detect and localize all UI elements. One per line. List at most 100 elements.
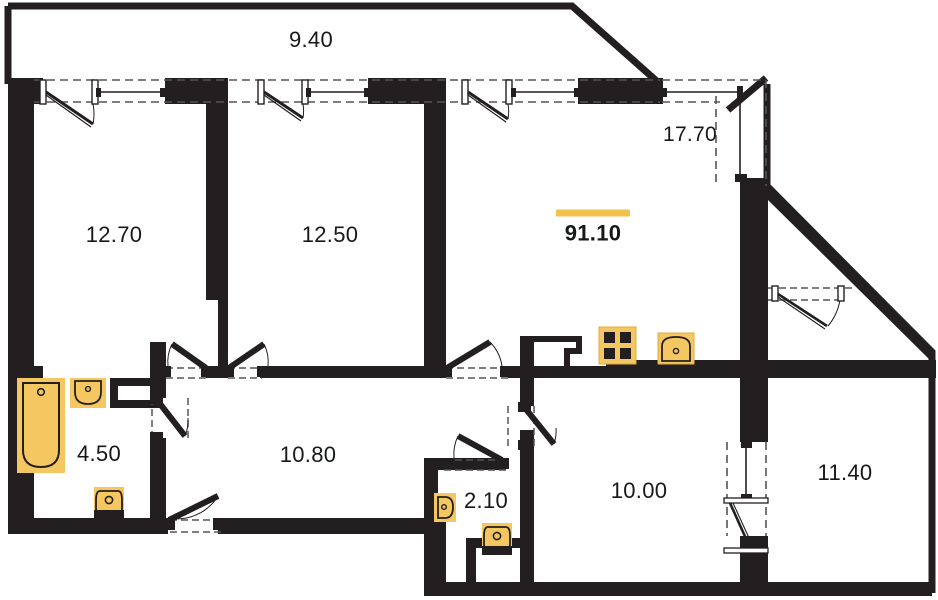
balcony-door-2[interactable]: [257, 79, 309, 122]
duct-right-a: [576, 336, 582, 350]
window-sash-2: [306, 88, 369, 97]
door-rr-strike: [500, 366, 511, 377]
wall-between-bedrooms-thick: [206, 78, 228, 300]
door-kitchen-arc: [553, 427, 557, 445]
room-area-living-room: 11.40: [817, 460, 873, 485]
wall-corridor-top-a: [8, 366, 43, 378]
balcony-door-1[interactable]: [39, 79, 99, 128]
sash-knob-1a: [96, 88, 101, 97]
door-bl-arc: [167, 343, 173, 367]
door-bl-strike: [160, 366, 171, 377]
total-area-value: 91.10: [564, 220, 622, 246]
living-balcony-door[interactable]: [723, 440, 769, 554]
door-bm-arc: [263, 343, 269, 367]
door-bedroom-middle[interactable]: [223, 341, 269, 379]
door-rr-hinge: [441, 366, 452, 377]
stove-burner-1: [604, 332, 615, 343]
wall-left-exterior: [8, 78, 34, 374]
door-swing-arc-2: [302, 103, 305, 119]
wall-wc-step-left: [466, 538, 476, 588]
living-room-window[interactable]: [768, 285, 852, 330]
door-bedroom-left[interactable]: [160, 341, 212, 379]
wall-kitchen-counter-a: [534, 366, 606, 378]
balcony-door-3[interactable]: [461, 79, 513, 123]
kitchen-sink-drain: [672, 347, 680, 355]
room-area-hallway: 10.80: [279, 442, 337, 467]
wall-bath-bottom: [8, 518, 168, 534]
balcony-right-door[interactable]: [662, 75, 769, 186]
room-area-kitchen: 10.00: [610, 478, 668, 503]
wall-top-seg-2: [368, 78, 428, 104]
sash-knob-1b: [160, 88, 165, 97]
bathtub-bowl: [22, 382, 60, 469]
stove-burner-4: [620, 348, 631, 359]
wall-corridor-top-d: [260, 366, 426, 378]
wall-wc-left-lower: [424, 518, 446, 594]
door-leaf-2-edge: [263, 94, 302, 122]
room-area-bedroom-left: 12.70: [85, 222, 143, 247]
wall-wc-right: [520, 458, 534, 596]
door-entrance[interactable]: [163, 493, 225, 533]
window-leaf-living: [777, 292, 828, 328]
stove-icon: [598, 326, 637, 365]
door-kitchen-leaf: [522, 406, 557, 446]
wall-hallway-bottom: [218, 518, 426, 534]
sash-knob-2a: [306, 88, 311, 97]
washbasin-wc-drain: [441, 504, 448, 511]
door-leaf-right-balcony: [725, 75, 769, 113]
duct-notch-left: [564, 348, 570, 366]
balcony-right-outline: [763, 84, 936, 593]
door-bathroom-leaf: [154, 398, 188, 438]
wall-group: [8, 78, 936, 596]
door-leaf-1: [45, 90, 94, 126]
washbasin-bathroom-drain: [84, 385, 92, 393]
toilet-bathroom-icon: [94, 487, 124, 519]
wall-top-seg-3: [578, 78, 663, 104]
stove-burner-2: [620, 332, 631, 343]
room-area-balcony-top: 9.40: [288, 27, 334, 52]
total-area-block: 91.10: [556, 209, 630, 247]
fixtures-group: [17, 326, 695, 555]
window-jamb-living-a: [771, 285, 779, 302]
living-door-jamb-bottom: [723, 547, 769, 554]
door-bathroom[interactable]: [150, 394, 189, 442]
door-bm-leaf: [227, 341, 266, 371]
sash-knob-4a: [662, 88, 667, 97]
washbasin-bathroom-icon: [70, 378, 106, 408]
door-bathroom-strike: [150, 432, 163, 442]
door-bm-hinge: [223, 366, 234, 377]
door-leaf-1-edge: [45, 94, 92, 128]
window-jamb-living-b: [837, 285, 845, 302]
room-area-bedroom-middle: 12.50: [301, 222, 359, 247]
window-sash-1: [96, 88, 165, 97]
door-wc-leaf: [456, 433, 504, 463]
door-entrance-strike: [213, 518, 225, 530]
window-leaf-living-edge: [777, 296, 826, 330]
balcony-top-outline: [8, 2, 663, 87]
window-swing-living: [827, 299, 841, 327]
door-hinge-right-balcony: [737, 86, 743, 100]
duct-left: [520, 336, 526, 366]
door-bathroom-hinge: [150, 394, 163, 404]
door-jamb-2: [257, 79, 265, 105]
duct-notch: [564, 348, 582, 354]
room-area-wc: 2.10: [463, 488, 509, 513]
door-kitchen[interactable]: [507, 402, 557, 450]
door-room-right[interactable]: [441, 339, 511, 379]
door-leaf-3: [467, 90, 509, 121]
bathtub-drain: [36, 387, 46, 397]
sash-knob-2b: [364, 88, 369, 97]
angled-wall-group: [768, 186, 932, 362]
door-wc[interactable]: [440, 433, 509, 471]
door-kitchen-strike: [518, 440, 531, 450]
living-door-rail-top: [741, 440, 752, 448]
door-rr-leaf: [445, 339, 492, 371]
bathtub-icon: [17, 378, 65, 473]
room-area-bathroom: 4.50: [76, 441, 122, 466]
door-bathroom-arc: [184, 417, 189, 437]
door-swing-arc-1: [92, 103, 95, 125]
balcony-right-rail-end: [735, 174, 747, 182]
wall-bath-divider-lower: [150, 438, 166, 530]
